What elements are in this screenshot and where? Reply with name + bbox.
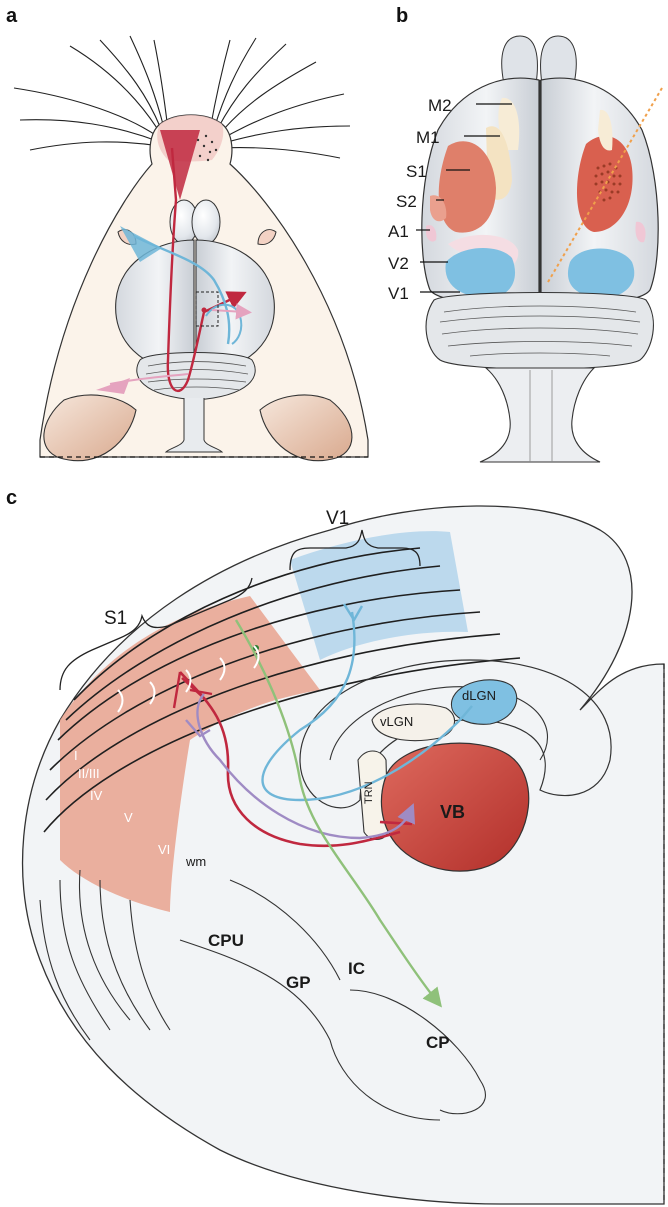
label-s1-brace: S1 (104, 608, 127, 629)
label-v1-brace: V1 (326, 508, 349, 529)
label-trn: TRN (363, 781, 375, 804)
label-ic: IC (348, 959, 365, 978)
label-vlgn: vLGN (380, 714, 413, 729)
label-s2: S2 (396, 192, 417, 211)
label-dlgn: dLGN (462, 688, 496, 703)
label-m1: M1 (416, 128, 440, 147)
label-s1: S1 (406, 162, 427, 181)
label-cp: CP (426, 1033, 450, 1052)
label-gp: GP (286, 973, 311, 992)
panel-b: b (388, 5, 662, 462)
label-m2: M2 (428, 96, 452, 115)
label-v1: V1 (388, 284, 409, 303)
label-vb: VB (440, 802, 465, 822)
layer-label-6: VI (158, 842, 170, 857)
label-a1: A1 (388, 222, 409, 241)
panel-c-label: c (6, 487, 17, 509)
panel-a-label: a (6, 5, 18, 27)
layer-label-4: IV (90, 788, 103, 803)
label-wm: wm (185, 854, 206, 869)
panel-c: c (6, 487, 664, 1204)
layer-label-1: I (74, 748, 78, 763)
layer-label-2-3: II/III (78, 766, 100, 781)
panel-b-label: b (396, 5, 408, 27)
label-v2: V2 (388, 254, 409, 273)
layer-label-5: V (124, 810, 133, 825)
panel-a: a (6, 5, 368, 461)
label-cpu: CPU (208, 931, 244, 950)
